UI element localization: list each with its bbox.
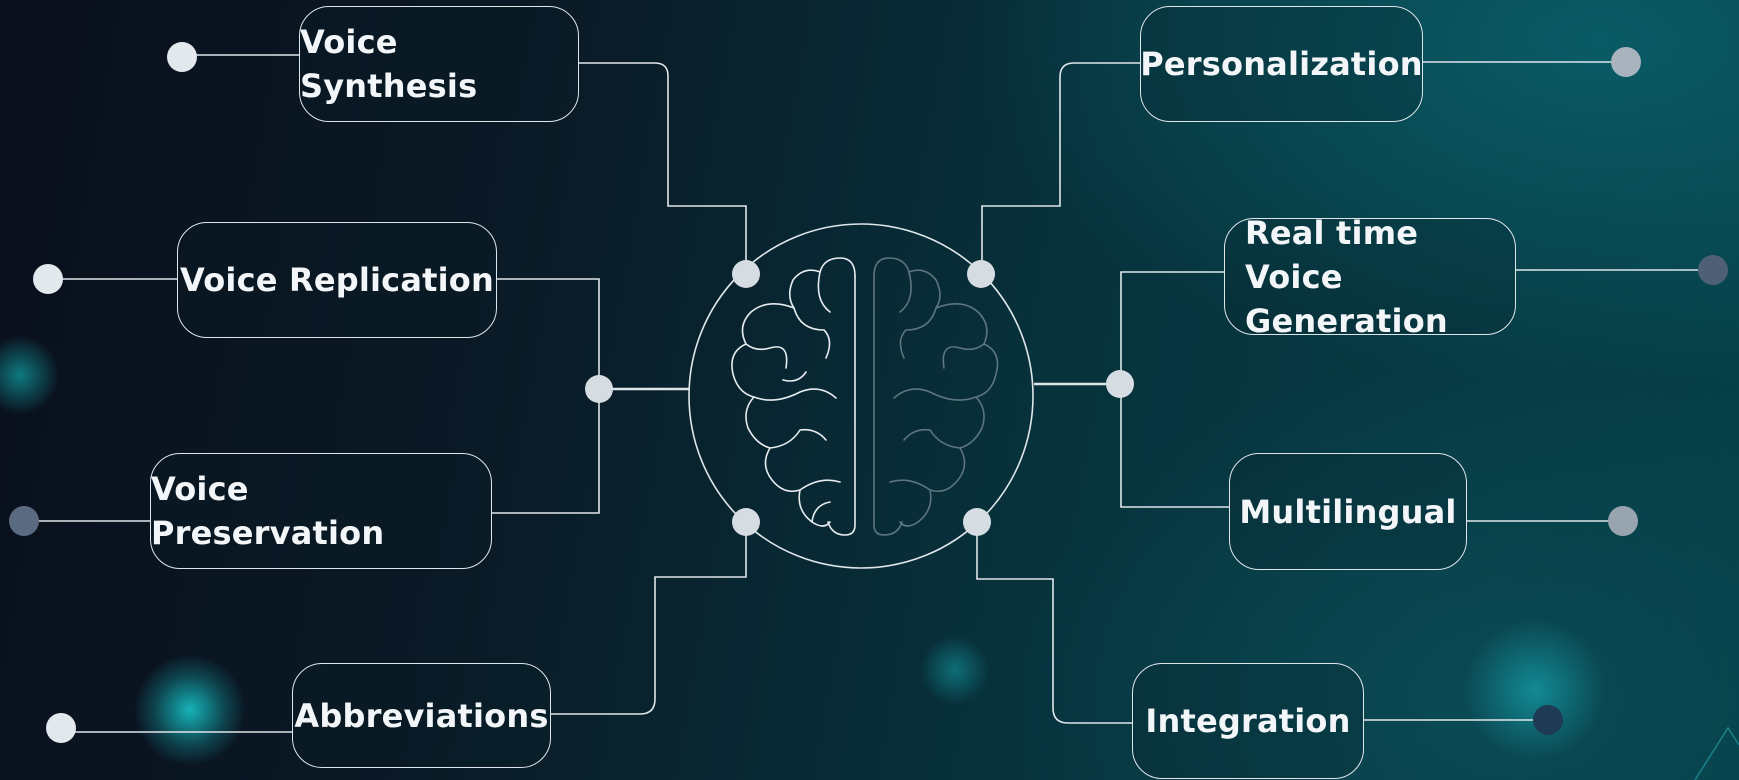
node-abbreviations-label: Abbreviations — [294, 696, 549, 735]
node-personalization[interactable]: Personalization — [1140, 6, 1423, 122]
dot-personalization — [1611, 47, 1641, 77]
conn-voice-synthesis — [579, 62, 747, 273]
dot-circle-top-left — [732, 260, 760, 288]
node-voice-preservation[interactable]: Voice Preservation — [150, 453, 492, 569]
node-integration[interactable]: Integration — [1132, 663, 1364, 779]
node-voice-synthesis-label: Voice Synthesis — [300, 23, 478, 105]
node-personalization-label: Personalization — [1140, 45, 1423, 83]
node-integration-label: Integration — [1145, 702, 1351, 740]
corner-triangle-decoration — [1694, 726, 1739, 780]
dot-integration — [1533, 705, 1563, 735]
node-multilingual-label: Multilingual — [1239, 492, 1457, 531]
dot-abbreviations — [46, 713, 76, 743]
node-voice-replication[interactable]: Voice Replication — [177, 222, 497, 338]
conn-replication-preservation — [492, 278, 600, 514]
node-realtime-voice-generation[interactable]: Real time Voice Generation — [1224, 214, 1516, 340]
brain-icon — [731, 257, 999, 536]
dot-circle-top-right — [967, 260, 995, 288]
dot-left-hub — [585, 375, 613, 403]
dot-multilingual — [1608, 506, 1638, 536]
node-voice-replication-label: Voice Replication — [180, 261, 494, 299]
node-realtime-line1: Real time Voice — [1245, 213, 1419, 296]
node-voice-preservation-label: Voice Preservation — [151, 470, 385, 552]
dot-realtime — [1698, 255, 1728, 285]
conn-personalization — [981, 62, 1141, 274]
conn-realtime-multilingual — [1120, 271, 1230, 508]
node-realtime-label: Real time Voice Generation — [1245, 211, 1515, 343]
dot-voice-preservation — [9, 506, 39, 536]
dot-circle-bottom-left — [732, 508, 760, 536]
conn-integration — [976, 522, 1133, 724]
dot-right-hub — [1106, 370, 1134, 398]
dot-voice-synthesis — [167, 42, 197, 72]
node-voice-synthesis[interactable]: Voice Synthesis — [299, 6, 579, 122]
node-multilingual[interactable]: Multilingual — [1229, 453, 1467, 570]
center-circle — [688, 223, 1034, 569]
dot-circle-bottom-right — [963, 508, 991, 536]
node-abbreviations[interactable]: Abbreviations — [292, 663, 551, 768]
conn-abbreviations — [550, 522, 747, 715]
dot-voice-replication — [33, 264, 63, 294]
node-realtime-line2: Generation — [1245, 301, 1448, 340]
